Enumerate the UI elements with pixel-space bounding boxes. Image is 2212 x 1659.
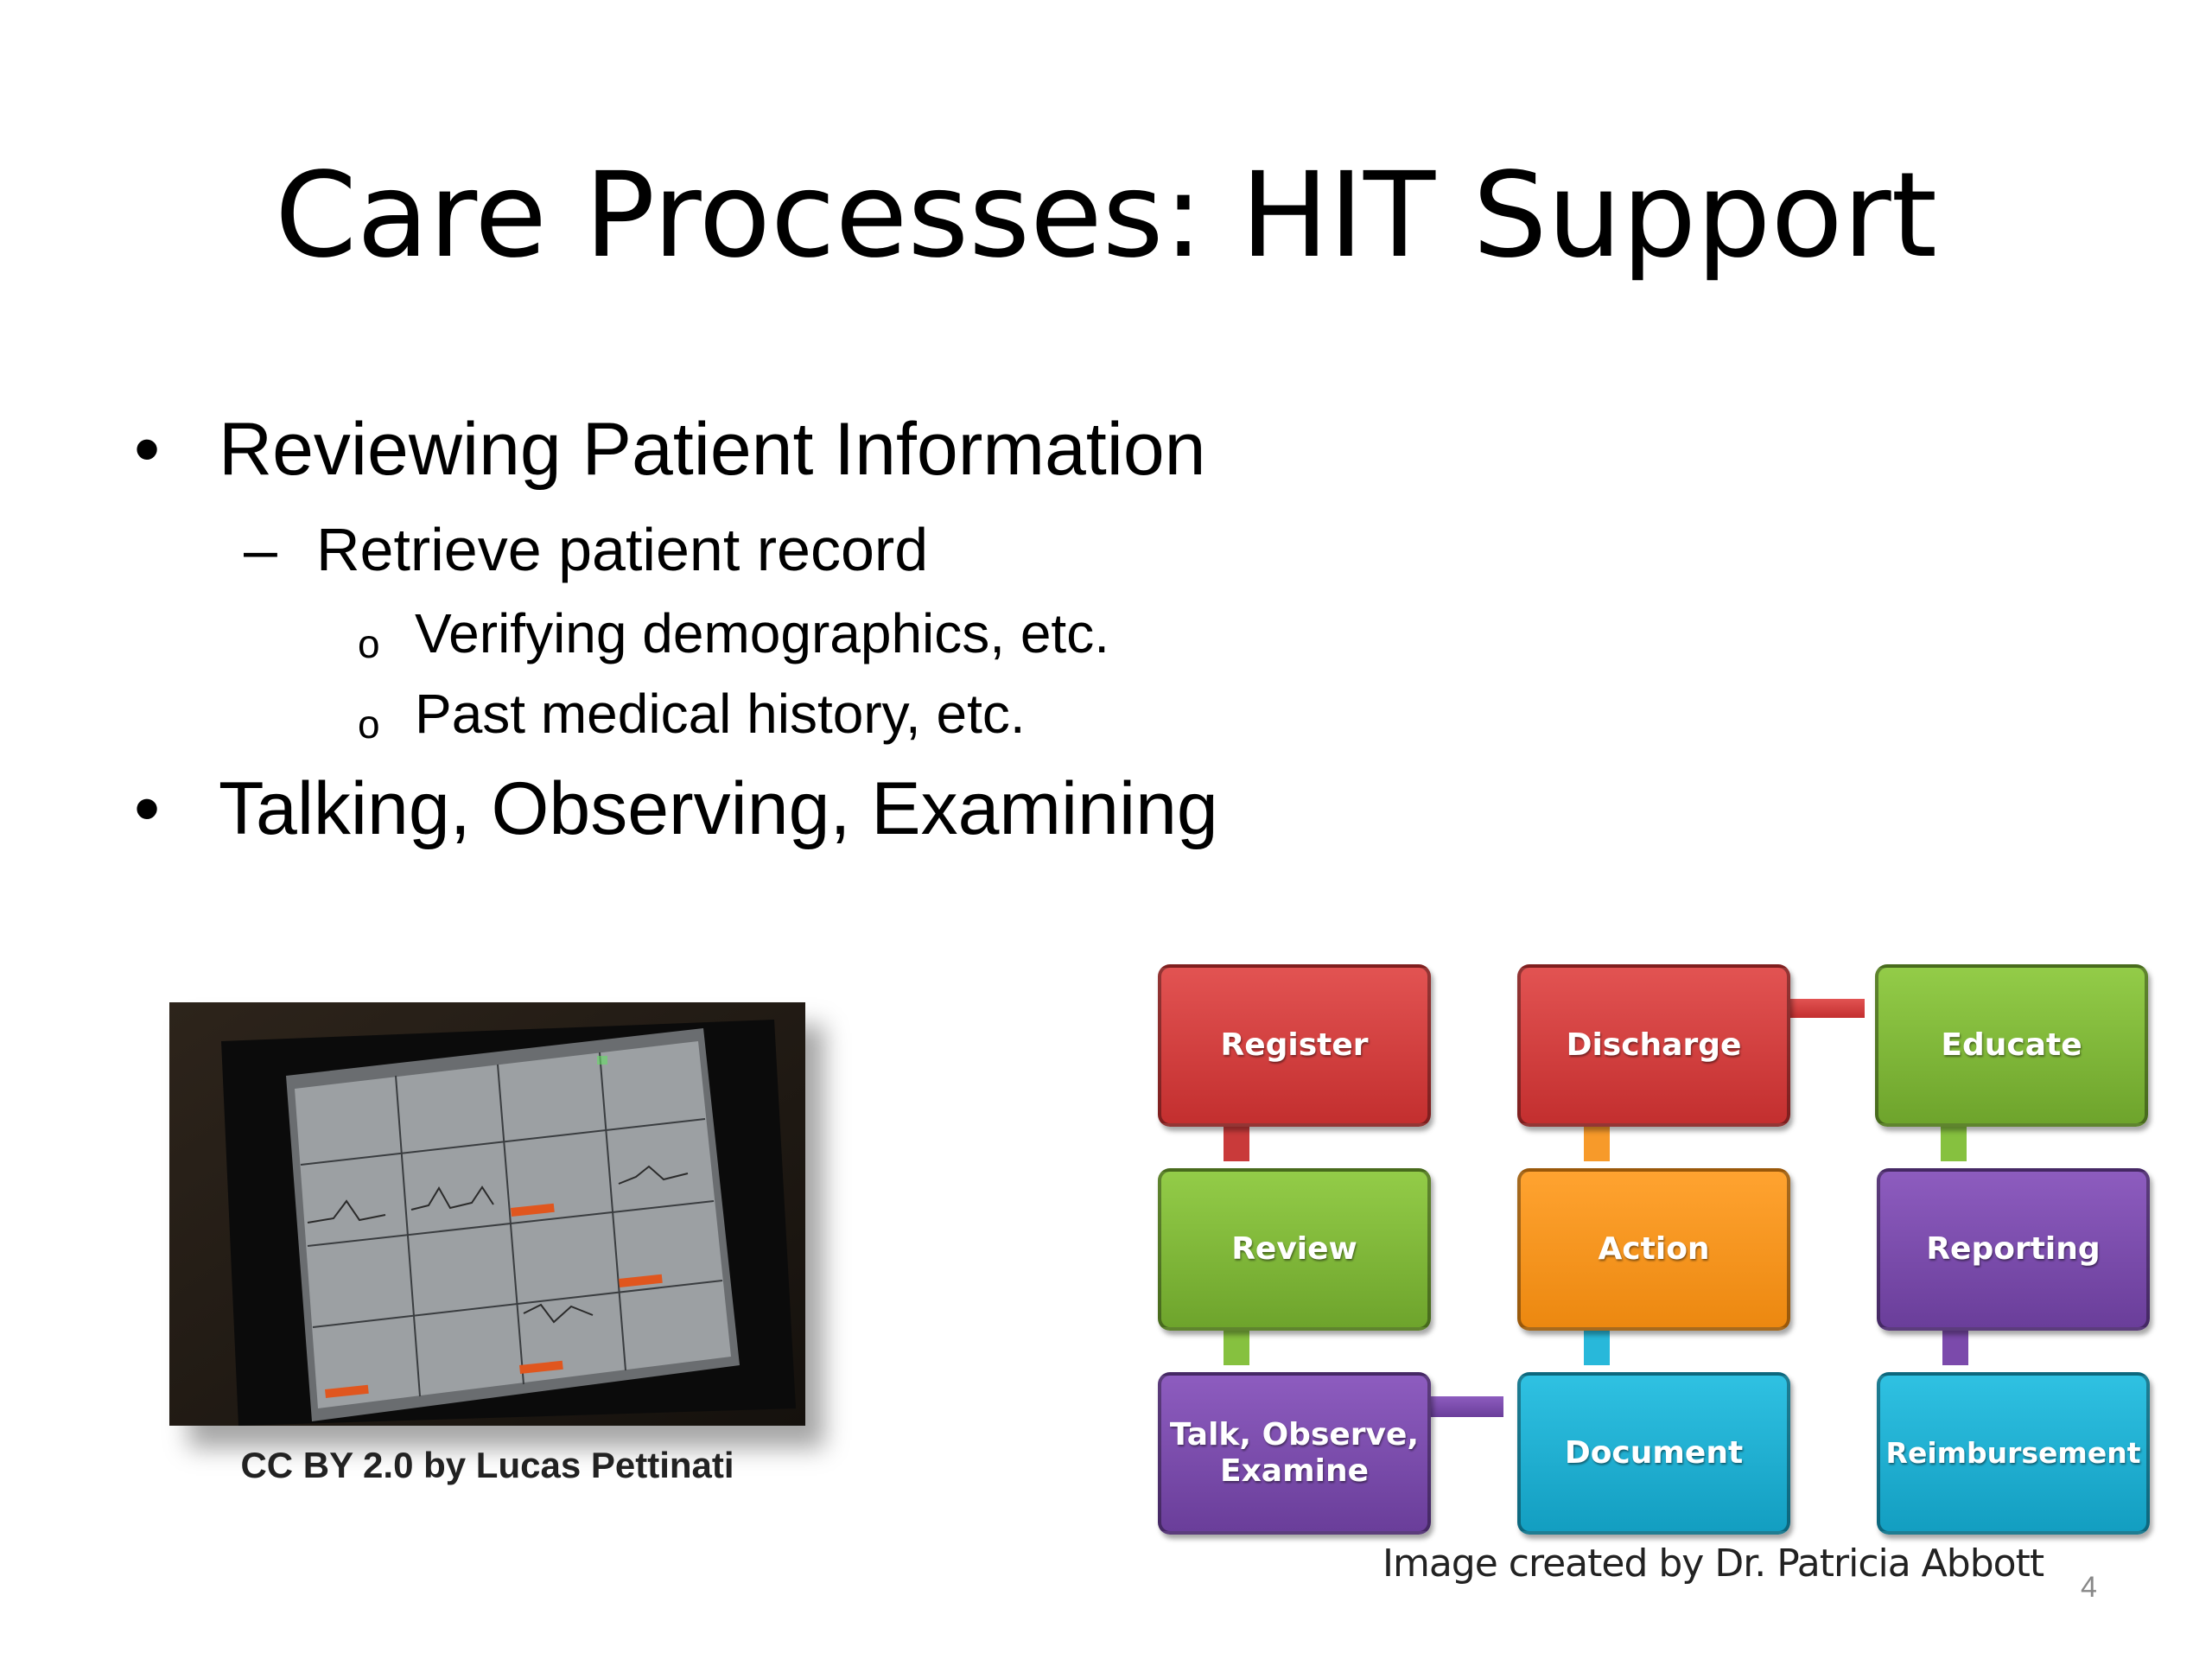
box-register-label: Register: [1220, 1027, 1369, 1063]
box-educate: Educate: [1875, 964, 2148, 1127]
box-document: Document: [1517, 1372, 1790, 1535]
bullet-marker: •: [134, 408, 161, 491]
box-talk-observe-examine: Talk, Observe, Examine: [1158, 1372, 1431, 1535]
slide-title: Care Processes: HIT Support: [275, 148, 1937, 284]
monitor-illustration: [169, 1002, 805, 1426]
box-document-label: Document: [1564, 1435, 1744, 1471]
page-number: 4: [2081, 1571, 2097, 1604]
box-educate-label: Educate: [1941, 1027, 2082, 1063]
bullet-talking: Talking, Observing, Examining: [219, 767, 1218, 850]
box-action-label: Action: [1598, 1231, 1710, 1267]
box-review: Review: [1158, 1168, 1431, 1331]
box-reporting: Reporting: [1877, 1168, 2150, 1331]
circle-marker: o: [358, 621, 380, 666]
box-discharge-label: Discharge: [1566, 1027, 1742, 1063]
box-register: Register: [1158, 964, 1431, 1127]
connector-action-document: [1584, 1325, 1610, 1365]
box-review-label: Review: [1231, 1231, 1357, 1267]
box-talk-label-line1: Talk, Observe,: [1169, 1417, 1420, 1452]
box-reimbursement: Reimbursement: [1877, 1372, 2150, 1535]
dash-marker: –: [244, 516, 277, 583]
monitor-photo: [169, 1002, 805, 1426]
box-reporting-label: Reporting: [1926, 1231, 2101, 1267]
connector-review-talk: [1224, 1325, 1249, 1365]
connector-educate-reporting: [1941, 1123, 1967, 1161]
connector-discharge-action: [1584, 1123, 1610, 1161]
bullet-reviewing: Reviewing Patient Information: [219, 408, 1206, 491]
connector-discharge-educate: [1778, 999, 1865, 1018]
connector-reporting-reimbursement: [1942, 1325, 1968, 1365]
circle-marker: o: [358, 702, 380, 747]
sub-sub-bullet-history: Past medical history, etc.: [415, 683, 1026, 745]
sub-sub-bullet-demographics: Verifying demographics, etc.: [415, 602, 1109, 664]
connector-register-review: [1224, 1123, 1249, 1161]
box-talk-label-line2: Examine: [1219, 1453, 1369, 1489]
sub-bullet-retrieve: Retrieve patient record: [316, 516, 929, 583]
care-process-diagram: Register Discharge Educate Review Action…: [1158, 950, 2177, 1538]
connector-talk-document: [1417, 1396, 1503, 1417]
box-reimbursement-label: Reimbursement: [1885, 1436, 2141, 1470]
photo-caption: CC BY 2.0 by Lucas Pettinati: [240, 1445, 734, 1485]
diagram-caption: Image created by Dr. Patricia Abbott: [1382, 1541, 2044, 1586]
bullet-marker: •: [134, 767, 161, 850]
box-discharge: Discharge: [1517, 964, 1790, 1127]
box-action: Action: [1517, 1168, 1790, 1331]
